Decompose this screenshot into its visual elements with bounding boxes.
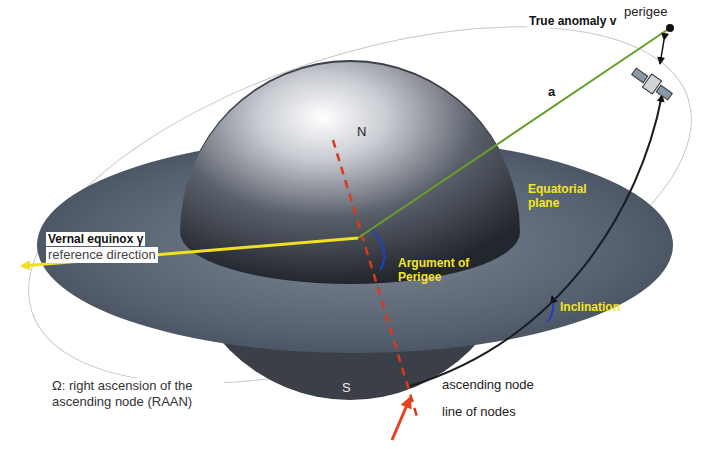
south-label: S	[342, 380, 351, 396]
perigee-label: perigee	[622, 4, 669, 20]
equatorial-plane-label: Equatorial plane	[528, 182, 598, 211]
semi-major-axis-label: a	[546, 84, 557, 100]
line-of-nodes-label: line of nodes	[440, 404, 518, 420]
reference-direction-label: reference direction	[46, 247, 158, 263]
argument-of-perigee-label: Argument of Perigee	[398, 256, 478, 285]
ascending-node-label: ascending node	[440, 377, 536, 393]
raan-label: Ω: right ascension of the ascending node…	[50, 378, 224, 409]
north-label: N	[357, 124, 366, 140]
vernal-equinox-label: Vernal equinox γ	[46, 232, 145, 246]
inclination-label: Inclination	[560, 300, 620, 314]
true-anomaly-label: True anomaly v	[527, 14, 618, 28]
